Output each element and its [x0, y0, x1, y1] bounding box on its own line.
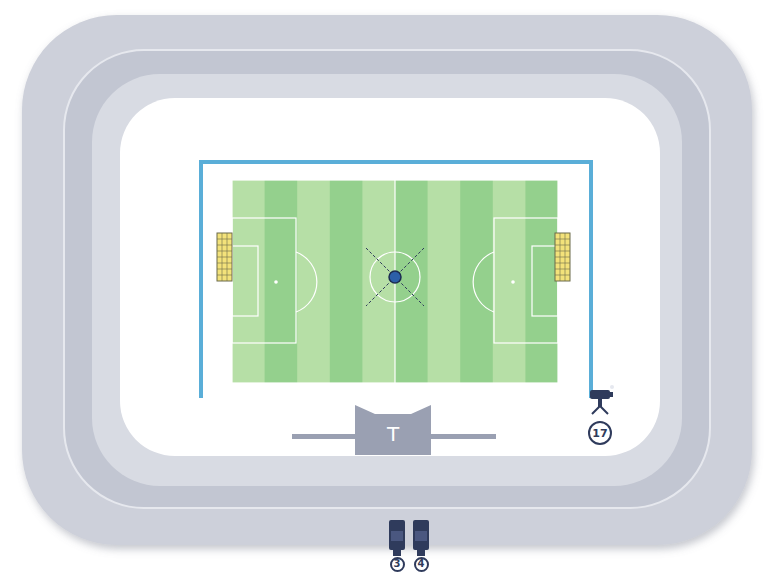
- tribune-wing: [430, 434, 496, 439]
- tribune-label: T: [387, 424, 399, 444]
- camera-number: 3: [390, 557, 405, 572]
- inner-stand: [92, 74, 682, 486]
- camera-icon: [389, 520, 429, 556]
- field-area: [120, 98, 660, 456]
- tribune-wing: [292, 434, 356, 439]
- view-lines: [366, 248, 424, 306]
- callout-number: 17: [592, 428, 607, 439]
- tribune-box: T: [355, 405, 431, 455]
- callout-number: 4: [418, 559, 425, 569]
- camera-number: 17: [588, 421, 612, 445]
- spider-camera: [389, 271, 401, 283]
- pitch: [232, 180, 558, 383]
- outer-stand: [22, 15, 752, 545]
- tribune-outline: [355, 405, 431, 455]
- camera-icon: [590, 385, 614, 414]
- camera-number: 4: [414, 557, 429, 572]
- boundary-line: [201, 162, 591, 398]
- callout-number: 3: [394, 559, 401, 569]
- middle-stand: [64, 50, 710, 508]
- pitch-markings: [232, 180, 558, 383]
